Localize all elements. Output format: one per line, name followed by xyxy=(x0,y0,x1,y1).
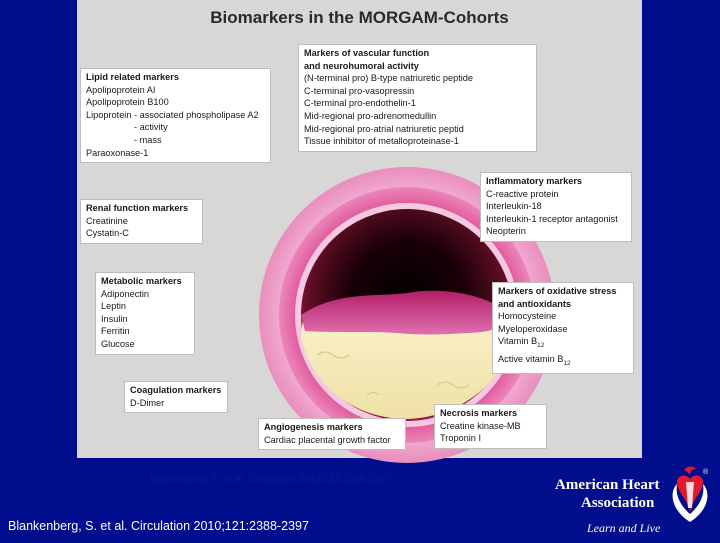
list-item: Homocysteine xyxy=(498,311,557,322)
plaque-texture xyxy=(316,351,470,396)
box-heading: Metabolic markers xyxy=(101,276,182,286)
subscript: 12 xyxy=(537,342,545,350)
vitamin-b12-label: Vitamin B xyxy=(498,336,538,347)
box-heading: Inflammatory markers xyxy=(486,176,583,186)
box-heading: and neurohumoral activity xyxy=(304,60,419,71)
list-item: C-terminal pro-endothelin-1 xyxy=(304,98,416,109)
list-item: Apolipoprotein AI xyxy=(86,84,156,95)
aha-logo: American Heart Association Learn and Liv… xyxy=(553,462,715,538)
list-item: C-reactive protein xyxy=(486,188,559,199)
box-heading: Coagulation markers xyxy=(130,385,222,395)
figure-panel: Biomarkers in the MORGAM-Cohorts xyxy=(77,0,642,463)
active-vitamin-b12-label: Active vitamin B xyxy=(498,353,564,364)
list-item: (N-terminal pro) B-type natriuretic pept… xyxy=(304,73,474,84)
citation: Blankenberg, S. et al. Circulation 2010;… xyxy=(8,519,309,533)
list-item: Adiponectin xyxy=(101,288,150,299)
heart-torch-icon xyxy=(672,466,708,522)
list-item: Creatinine xyxy=(86,215,128,226)
list-item: Apolipoprotein B100 xyxy=(86,97,169,108)
box-metabolic-markers: Metabolic markers Adiponectin Leptin Ins… xyxy=(95,272,195,355)
aha-logo-graphic: American Heart Association Learn and Liv… xyxy=(555,466,709,535)
box-coagulation-markers: Coagulation markers D-Dimer xyxy=(124,381,228,414)
list-item: Tissue inhibitor of metalloproteinase-1 xyxy=(304,136,459,147)
list-item: Ferritin xyxy=(101,326,130,337)
list-item: C-terminal pro-vasopressin xyxy=(304,85,415,96)
fibrous-cap xyxy=(301,290,513,335)
figure-title: Biomarkers in the MORGAM-Cohorts xyxy=(210,8,509,27)
list-item-active-vitamin-b12: Active vitamin B12 xyxy=(498,353,628,370)
box-heading: Markers of oxidative stress xyxy=(498,286,617,296)
list-item-vitamin-b12: Vitamin B12 xyxy=(498,335,628,352)
logo-line2: Association xyxy=(581,495,655,511)
list-item: Glucose xyxy=(101,338,135,349)
list-item: Interleukin-1 receptor antagonist xyxy=(486,213,618,224)
list-item: Cardiac placental growth factor xyxy=(264,434,391,445)
logo-line1: American Heart xyxy=(555,477,660,493)
box-angiogenesis-markers: Angiogenesis markers Cardiac placental g… xyxy=(258,418,406,451)
box-renal-markers: Renal function markers Creatinine Cystat… xyxy=(80,199,203,244)
list-item: Leptin xyxy=(101,301,127,312)
box-heading: Markers of vascular function xyxy=(304,48,430,58)
box-heading: Lipid related markers xyxy=(86,72,179,82)
box-lipid-markers: Lipid related markers Apolipoprotein AI … xyxy=(80,68,271,164)
list-item: Mid-regional pro-atrial natriuretic pept… xyxy=(304,123,464,134)
box-oxidative-stress-markers: Markers of oxidative stress and antioxid… xyxy=(492,282,634,375)
list-item: Mid-regional pro-adrenomedullin xyxy=(304,110,437,121)
subscript: 12 xyxy=(563,359,571,367)
list-item: Troponin I xyxy=(440,433,482,444)
citation-shadow: Blankenberg, S. et al. Circulation 2010;… xyxy=(150,474,391,485)
list-item: Insulin xyxy=(101,313,128,324)
list-item: Creatine kinase-MB xyxy=(440,420,521,431)
box-heading: Renal function markers xyxy=(86,203,189,213)
box-vascular-markers: Markers of vascular function and neurohu… xyxy=(298,44,537,152)
box-heading: Necrosis markers xyxy=(440,408,518,418)
registered-mark: ® xyxy=(703,468,709,476)
list-item: Paraoxonase-1 xyxy=(86,147,149,158)
list-item: Neopterin xyxy=(486,226,526,237)
box-heading: Angiogenesis markers xyxy=(264,422,363,432)
list-item: Lipoprotein - associated phospholipase A… xyxy=(86,109,259,120)
list-sub-item: - mass xyxy=(134,134,162,145)
box-inflammatory-markers: Inflammatory markers C-reactive protein … xyxy=(480,172,632,242)
list-item: Myeloperoxidase xyxy=(498,323,568,334)
logo-tagline: Learn and Live xyxy=(586,521,661,535)
list-sub-item: - activity xyxy=(134,122,168,133)
list-item: D-Dimer xyxy=(130,397,165,408)
list-item: Interleukin-18 xyxy=(486,201,542,212)
list-item: Cystatin-C xyxy=(86,228,129,239)
box-heading: and antioxidants xyxy=(498,298,571,309)
box-necrosis-markers: Necrosis markers Creatine kinase-MB Trop… xyxy=(434,404,547,449)
